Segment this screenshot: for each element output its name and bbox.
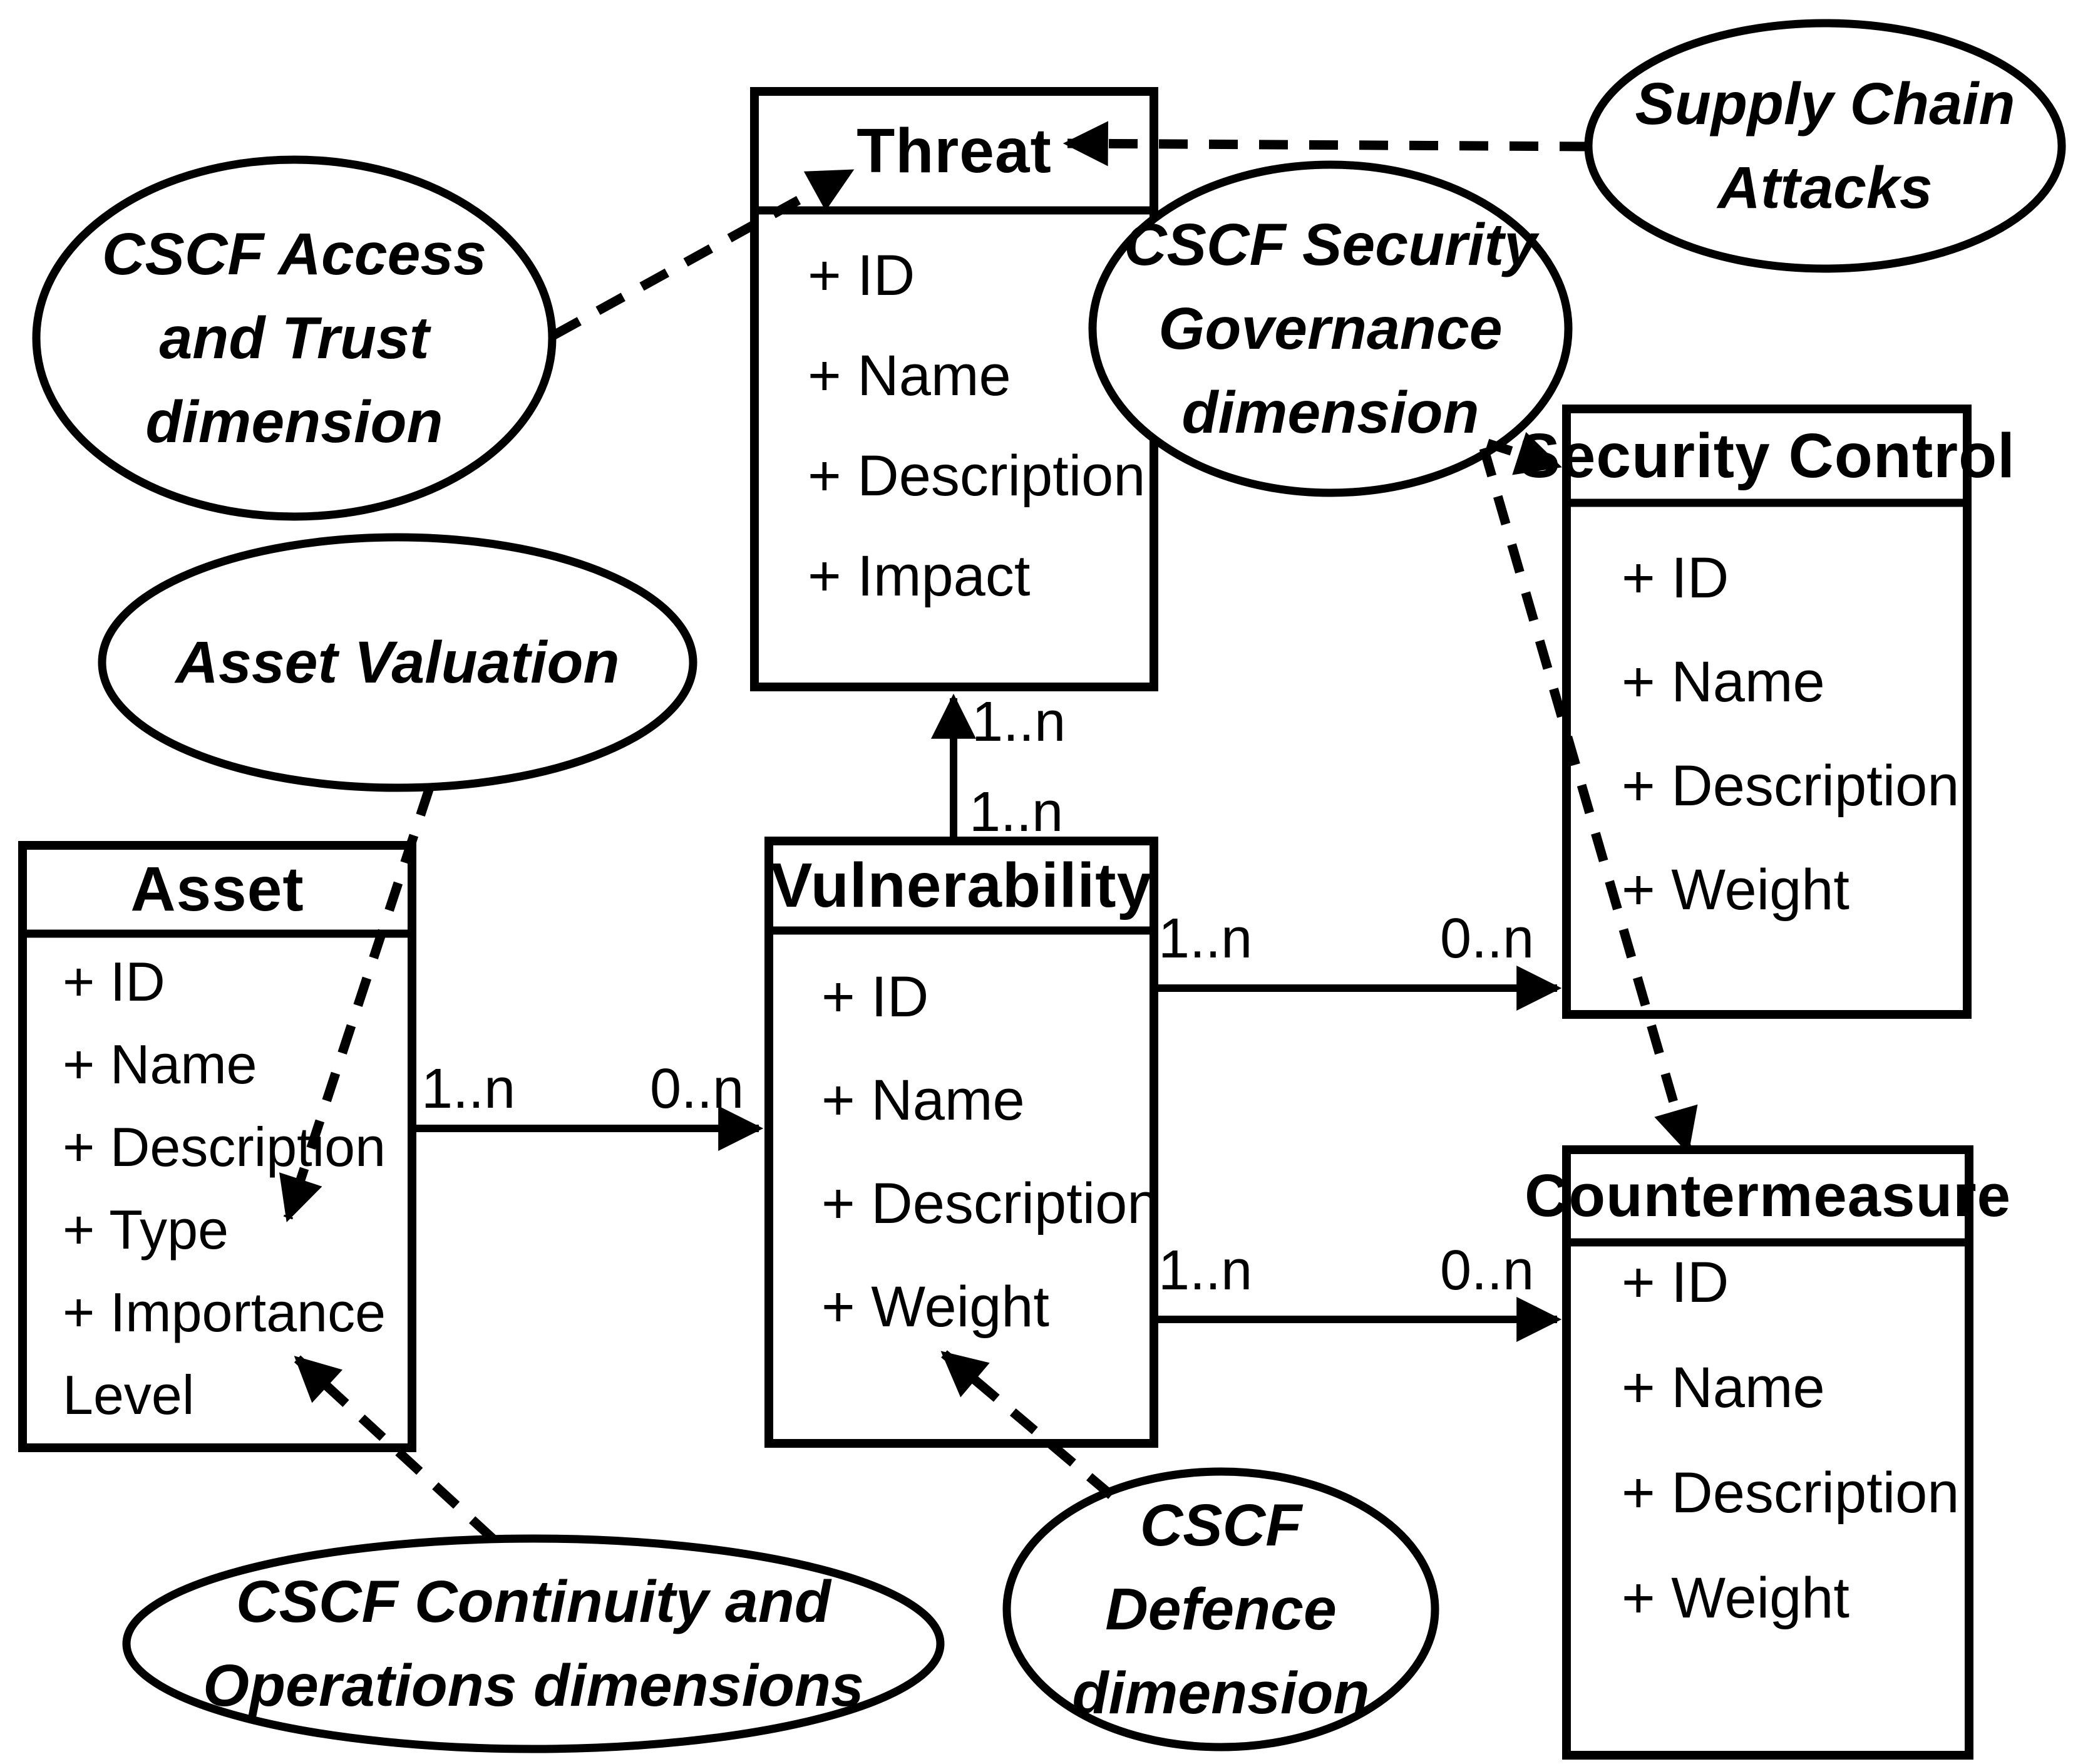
annotation-line: CSCF bbox=[1139, 1492, 1302, 1559]
multiplicity-asset-vuln-target: 0..n bbox=[650, 1058, 744, 1120]
asset-attribute: + ID bbox=[63, 951, 165, 1013]
annotation-line: Operations dimensions bbox=[203, 1653, 864, 1719]
annotation-line: dimension bbox=[1072, 1660, 1370, 1726]
threat-attribute: + ID bbox=[808, 243, 915, 307]
asset-attribute: + Type bbox=[63, 1199, 229, 1261]
threat-class-title: Threat bbox=[856, 115, 1052, 186]
countermeasure-class-box bbox=[1562, 1145, 1973, 1760]
annotation-line: Supply Chain bbox=[1635, 71, 2015, 137]
threat-attribute-list: + ID + Name + Description + Impact bbox=[808, 225, 1145, 626]
governance-ellipse bbox=[1088, 160, 1573, 497]
vulnerability-class-box bbox=[764, 837, 1158, 1448]
annotation-line: Defence bbox=[1105, 1576, 1337, 1643]
asset-attribute-list: + ID + Name + Description + Type + Impor… bbox=[63, 941, 404, 1436]
dependency-defence-vulnerability bbox=[940, 1350, 1114, 1499]
multiplicity-asset-vuln-source: 1..n bbox=[421, 1058, 516, 1120]
annotation-line: CSCF Access bbox=[101, 221, 487, 287]
countermeasure-class-title: Countermeasure bbox=[1525, 1162, 2011, 1229]
countermeasure-attribute: + Name bbox=[1622, 1355, 1825, 1420]
dependency-access-threat bbox=[552, 167, 855, 339]
countermeasure-attribute: + Description bbox=[1622, 1460, 1960, 1525]
dependency-continuity-asset bbox=[294, 1355, 497, 1543]
asset-class-box bbox=[18, 841, 416, 1452]
vulnerability-attribute-list: + ID + Name + Description + Weight bbox=[821, 946, 1159, 1359]
annotation-line: CSCF Continuity and bbox=[236, 1569, 831, 1635]
multiplicity-vuln-cm-source: 1..n bbox=[1158, 1239, 1253, 1302]
threat-attribute: + Name bbox=[808, 343, 1011, 408]
multiplicity-vuln-sc-target: 0..n bbox=[1440, 907, 1535, 970]
security-control-attribute-list: + ID + Name + Description + Weight bbox=[1622, 526, 1959, 942]
security-control-attribute: + Weight bbox=[1622, 857, 1849, 922]
vulnerability-attribute: + Name bbox=[821, 1068, 1025, 1132]
asset-attribute: + Name bbox=[63, 1033, 257, 1095]
multiplicity-vuln-threat-lower: 1..n bbox=[969, 781, 1064, 843]
annotation-line: and Trust bbox=[159, 305, 430, 371]
annotation-line: Asset Valuation bbox=[175, 629, 620, 696]
multiplicity-vuln-cm-target: 0..n bbox=[1440, 1239, 1535, 1302]
asset-attribute: + Importance Level bbox=[63, 1281, 386, 1426]
threat-attribute: + Description bbox=[808, 443, 1146, 508]
countermeasure-attribute: + Weight bbox=[1622, 1565, 1849, 1630]
asset-valuation-ellipse-label: Asset Valuation bbox=[102, 537, 693, 788]
asset-attribute: + Description bbox=[63, 1116, 386, 1178]
access-trust-ellipse-label: CSCF Access and Trust dimension bbox=[36, 160, 552, 517]
continuity-operations-ellipse-label: CSCF Continuity and Operations dimension… bbox=[126, 1539, 940, 1749]
governance-ellipse-label: CSCF Security Governance dimension bbox=[1093, 165, 1568, 493]
dependency-governance-countermeasure bbox=[1479, 446, 1698, 1154]
vulnerability-class-title: Vulnerability bbox=[770, 850, 1153, 921]
annotation-line: CSCF Security bbox=[1124, 212, 1537, 278]
annotation-line: dimension bbox=[145, 389, 443, 455]
security-control-attribute: + Name bbox=[1622, 649, 1825, 714]
supply-chain-ellipse-label: Supply Chain Attacks bbox=[1588, 23, 2062, 269]
asset-valuation-ellipse bbox=[98, 533, 697, 792]
security-control-class-box bbox=[1562, 405, 1972, 1019]
annotation-line: Governance bbox=[1158, 296, 1503, 362]
annotation-line: dimension bbox=[1181, 379, 1479, 446]
multiplicity-vuln-sc-source: 1..n bbox=[1158, 907, 1253, 970]
continuity-operations-ellipse bbox=[122, 1534, 945, 1753]
vulnerability-attribute: + ID bbox=[821, 965, 929, 1029]
defence-ellipse-label: CSCF Defence dimension bbox=[1007, 1472, 1435, 1747]
threat-attribute: + Impact bbox=[808, 544, 1031, 608]
security-control-attribute: + Description bbox=[1622, 753, 1960, 818]
defence-ellipse bbox=[1002, 1467, 1439, 1751]
countermeasure-attribute-list: + ID + Name + Description + Weight bbox=[1622, 1230, 1959, 1651]
access-trust-ellipse bbox=[32, 155, 557, 521]
dependency-assetvaluation-asset bbox=[279, 786, 435, 1222]
asset-class-title: Asset bbox=[130, 854, 304, 924]
dependency-supplychain-threat bbox=[1062, 121, 1589, 167]
dependency-governance-securitycontrol bbox=[1486, 431, 1562, 475]
security-control-class-title: Security Control bbox=[1518, 420, 2015, 491]
multiplicity-vuln-threat-upper: 1..n bbox=[972, 691, 1066, 753]
countermeasure-attribute: + ID bbox=[1622, 1250, 1729, 1314]
annotation-line: Attacks bbox=[1717, 155, 1933, 221]
vulnerability-attribute: + Weight bbox=[821, 1275, 1049, 1339]
security-control-attribute: + ID bbox=[1622, 545, 1729, 610]
vulnerability-attribute: + Description bbox=[821, 1172, 1160, 1235]
